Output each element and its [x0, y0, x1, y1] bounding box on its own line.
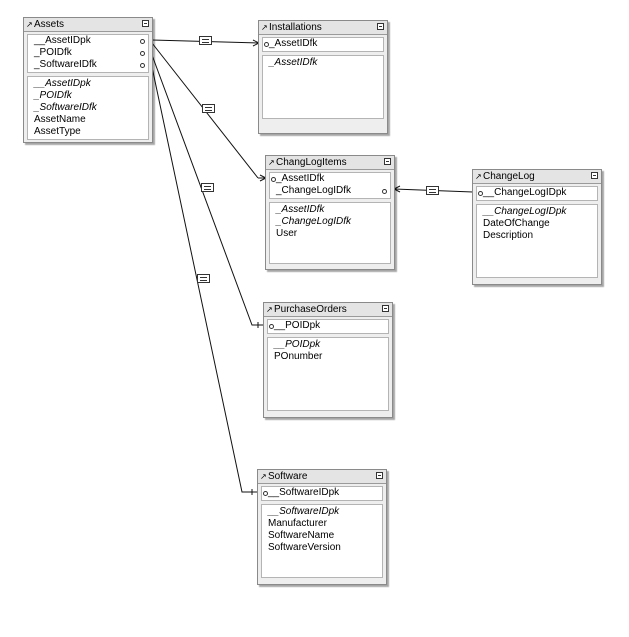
field-row[interactable]: User	[276, 228, 298, 239]
field-row[interactable]: SoftwareName	[268, 530, 335, 541]
field-row[interactable]: Description	[483, 230, 534, 241]
field-row[interactable]: DateOfChange	[483, 218, 550, 229]
key-field[interactable]: _SoftwareIDfk	[28, 59, 148, 71]
equals-operator-icon[interactable]	[201, 183, 214, 192]
resize-arrow-icon: ↗	[266, 305, 273, 314]
collapse-toggle-icon[interactable]	[376, 472, 383, 479]
key-dot-icon	[271, 177, 276, 182]
field-row[interactable]: AssetName	[34, 114, 86, 125]
field-list: _AssetIDfk _ChangeLogIDfk User	[269, 202, 391, 264]
key-dot-icon	[382, 189, 387, 194]
field-row[interactable]: __SoftwareIDpk	[268, 506, 340, 517]
field-row[interactable]: AssetType	[34, 126, 81, 137]
key-fields: __SoftwareIDpk	[261, 486, 383, 501]
key-dot-icon	[263, 491, 268, 496]
resize-arrow-icon: ↗	[475, 172, 482, 181]
collapse-toggle-icon[interactable]	[382, 305, 389, 312]
equals-operator-icon[interactable]	[202, 104, 215, 113]
collapse-toggle-icon[interactable]	[377, 23, 384, 30]
field-list: __POIDpk POnumber	[267, 337, 389, 411]
field-row[interactable]: _POIDfk	[34, 90, 72, 101]
field-row[interactable]: _AssetIDfk	[276, 204, 325, 215]
key-dot-icon	[264, 42, 269, 47]
key-field[interactable]: _AssetIDfk	[263, 38, 383, 50]
field-row[interactable]: _AssetIDfk	[269, 57, 318, 68]
field-list: __ChangeLogIDpk DateOfChange Description	[476, 204, 598, 278]
equals-operator-icon[interactable]	[197, 274, 210, 283]
table-header[interactable]: ↗ChangLogItems	[266, 156, 394, 170]
field-list: _AssetIDfk	[262, 55, 384, 119]
table-changelog[interactable]: ↗ChangeLog __ChangeLogIDpk __ChangeLogID…	[472, 169, 602, 285]
table-header[interactable]: ↗ChangeLog	[473, 170, 601, 184]
key-fields: __POIDpk	[267, 319, 389, 334]
table-title: Installations	[269, 22, 322, 33]
key-dot-icon	[140, 39, 145, 44]
collapse-toggle-icon[interactable]	[384, 158, 391, 165]
key-dot-icon	[269, 324, 274, 329]
table-title: Software	[268, 471, 308, 482]
table-software[interactable]: ↗Software __SoftwareIDpk __SoftwareIDpk …	[257, 469, 387, 585]
equals-operator-icon[interactable]	[199, 36, 212, 45]
collapse-toggle-icon[interactable]	[591, 172, 598, 179]
collapse-toggle-icon[interactable]	[142, 20, 149, 27]
field-row[interactable]: _SoftwareIDfk	[34, 102, 97, 113]
resize-arrow-icon: ↗	[268, 158, 275, 167]
key-field[interactable]: __SoftwareIDpk	[262, 487, 382, 499]
table-header[interactable]: ↗PurchaseOrders	[264, 303, 392, 317]
table-header[interactable]: ↗Assets	[24, 18, 152, 32]
key-field[interactable]: __ChangeLogIDpk	[477, 187, 597, 199]
key-fields: __AssetIDpk _POIDfk _SoftwareIDfk	[27, 34, 149, 73]
key-dot-icon	[140, 63, 145, 68]
equals-operator-icon[interactable]	[426, 186, 439, 195]
field-row[interactable]: __ChangeLogIDpk	[483, 206, 567, 217]
table-title: Assets	[34, 19, 65, 30]
field-row[interactable]: __POIDpk	[274, 339, 321, 350]
resize-arrow-icon: ↗	[26, 20, 33, 29]
key-field[interactable]: _POIDfk	[28, 47, 148, 59]
key-fields: __ChangeLogIDpk	[476, 186, 598, 201]
table-title: ChangLogItems	[276, 157, 347, 168]
field-list: __AssetIDpk _POIDfk _SoftwareIDfk AssetN…	[27, 76, 149, 140]
field-row[interactable]: POnumber	[274, 351, 323, 362]
link-assets-purchaseorders	[151, 54, 264, 326]
key-dot-icon	[140, 51, 145, 56]
field-row[interactable]: __AssetIDpk	[34, 78, 91, 89]
key-field[interactable]: _AssetIDfk	[270, 173, 390, 185]
resize-arrow-icon: ↗	[260, 472, 267, 481]
field-list: __SoftwareIDpk Manufacturer SoftwareName…	[261, 504, 383, 578]
table-changlogitems[interactable]: ↗ChangLogItems _AssetIDfk _ChangeLogIDfk…	[265, 155, 395, 270]
link-assets-software	[151, 66, 258, 493]
key-fields: _AssetIDfk	[262, 37, 384, 52]
table-title: ChangeLog	[483, 171, 535, 182]
table-header[interactable]: ↗Installations	[259, 21, 387, 35]
field-row[interactable]: Manufacturer	[268, 518, 327, 529]
field-row[interactable]: SoftwareVersion	[268, 542, 341, 553]
key-field[interactable]: __POIDpk	[268, 320, 388, 332]
table-assets[interactable]: ↗Assets __AssetIDpk _POIDfk _SoftwareIDf…	[23, 17, 153, 143]
key-field[interactable]: _ChangeLogIDfk	[270, 185, 390, 197]
table-title: PurchaseOrders	[274, 304, 347, 315]
field-row[interactable]: _ChangeLogIDfk	[276, 216, 352, 227]
key-dot-icon	[478, 191, 483, 196]
table-header[interactable]: ↗Software	[258, 470, 386, 484]
key-field[interactable]: __AssetIDpk	[28, 35, 148, 47]
resize-arrow-icon: ↗	[261, 23, 268, 32]
key-fields: _AssetIDfk _ChangeLogIDfk	[269, 172, 391, 199]
table-purchaseorders[interactable]: ↗PurchaseOrders __POIDpk __POIDpk POnumb…	[263, 302, 393, 418]
table-installations[interactable]: ↗Installations _AssetIDfk _AssetIDfk	[258, 20, 388, 134]
